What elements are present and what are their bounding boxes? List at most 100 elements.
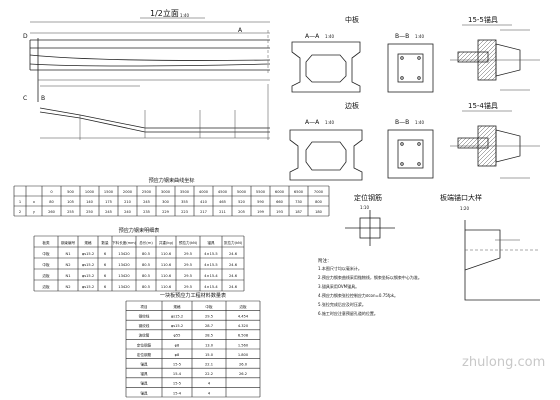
steel_table-cell: 110.6 — [161, 252, 172, 256]
curve_table-cell: 217 — [200, 210, 207, 214]
curve_table-cell: 193 — [276, 210, 283, 214]
mid-plate-title: 中板 — [345, 15, 359, 24]
quantity_table-cell: 29.5 — [205, 315, 213, 319]
steel_table-cell: 29.5 — [184, 252, 192, 256]
curve_table-header-cell: 0 — [50, 190, 53, 194]
quantity_table-cell: 6.508 — [238, 334, 249, 338]
positioning-rebar-view: 定位钢筋 1:10 — [345, 193, 395, 246]
curve_table-cell: 1 — [19, 200, 21, 204]
quantity_table-title: 一块板预应力工程材料数量表 — [160, 292, 226, 299]
steel_table-cell: 29.5 — [184, 285, 192, 289]
quantity_table-header-cell: 规格 — [173, 304, 181, 309]
quantity_table-cell: 15.0 — [205, 353, 214, 357]
steel_table-cell: 边板 — [42, 273, 50, 278]
steel_table-cell: 24.6 — [229, 274, 238, 278]
note-line-3: 3.锚具采用OVM锚具。 — [318, 283, 359, 289]
curve_table-cell: 260 — [48, 210, 56, 214]
steel_table-cell: 110.6 — [161, 274, 172, 278]
steel_table-cell: 24.6 — [229, 263, 238, 267]
curve_table-cell: 199 — [257, 210, 265, 214]
steel_table-cell: 4×15-4 — [204, 274, 218, 278]
steel_table-cell: N2 — [66, 263, 71, 267]
curve_table-header-cell: 1500 — [104, 190, 114, 194]
anchor-15-5-view: 15-5锚具 — [450, 15, 540, 91]
quantity_table-cell: 1.800 — [238, 353, 249, 357]
steel_table-cell: 边板 — [42, 284, 50, 289]
curve_table-header-cell: 1000 — [85, 190, 95, 194]
quantity_table-cell: 4 — [208, 382, 211, 386]
elevation-label-a: A — [238, 27, 243, 34]
curve_table-cell: x — [33, 200, 36, 204]
curve_table-cell: 80 — [49, 200, 54, 204]
mid-plate-sections: 中板 A—A 1:40 B—B 1:40 — [291, 15, 434, 93]
positioning-rebar-title: 定位钢筋 — [354, 193, 382, 202]
quantity_table-cell: 28.5 — [205, 334, 213, 338]
curve_table-cell: 175 — [105, 200, 112, 204]
steel_table-cell: 13420 — [118, 274, 130, 278]
curve_table-cell: 660 — [276, 200, 284, 204]
quantity_table-header-cell: 项目 — [140, 304, 147, 309]
elevation-title: 1/2立面 — [150, 8, 179, 18]
steel_table-cell: N1 — [66, 274, 71, 278]
curve_table-header-cell: 2000 — [123, 190, 133, 194]
curve_table-header-cell: 2500 — [142, 190, 152, 194]
slab-end-detail-title: 板端锚口大样 — [440, 193, 482, 202]
quantity_table-cell: 4.320 — [238, 324, 249, 328]
curve_table-header-cell: 3000 — [161, 190, 171, 194]
steel_table-header-cell: 张拉力(kN) — [224, 240, 243, 245]
curve_table-header-cell: 3500 — [180, 190, 190, 194]
quantity_table-cell: 锚具 — [140, 381, 148, 386]
curve_table-header-cell: 6000 — [275, 190, 285, 194]
steel_table-cell: 4×15-5 — [204, 263, 217, 267]
curve_table-cell: 210 — [124, 200, 132, 204]
notes-title: 附注： — [318, 257, 332, 264]
curve_table-header-cell: 500 — [67, 190, 75, 194]
quantity_table-cell: 锚具 — [140, 371, 148, 376]
quantity_table-cell: 钢绞线 — [139, 323, 150, 328]
quantity_table-cell: 15-5 — [173, 382, 181, 386]
steel_table-cell: 80.5 — [142, 252, 150, 256]
steel_table-cell: φs15.2 — [82, 274, 94, 278]
steel_table-header-cell: 规格 — [84, 240, 92, 245]
elevation-label-c: C — [23, 95, 27, 102]
steel_table-cell: 80.5 — [142, 263, 150, 267]
anchor-15-4-title: 15-4锚具 — [468, 101, 498, 110]
quantity_table-cell: 锚具 — [140, 362, 148, 367]
curve_table-cell: 410 — [200, 200, 208, 204]
quantity_table-cell: φ55 — [174, 334, 181, 338]
steel_table-cell: N2 — [66, 285, 71, 289]
quantity_table-cell: 15-4 — [173, 391, 182, 395]
steel_table-header-cell: 总长(m) — [139, 240, 153, 245]
curve_table-cell: 245 — [143, 200, 150, 204]
curve_table-cell: y — [33, 210, 36, 214]
curve_table-cell: 465 — [219, 200, 226, 204]
quantity_table-cell: 22.1 — [205, 363, 213, 367]
curve_table-cell: 205 — [238, 210, 245, 214]
curve_table-cell: 300 — [162, 200, 170, 204]
steel_table-title: 预应力钢束明细表 — [119, 227, 160, 234]
steel_table-cell: 中板 — [42, 262, 50, 267]
steel_table-header-cell: 锚具 — [207, 240, 215, 245]
side-section-aa-scale: 1:40 — [325, 120, 334, 125]
quantity_table-cell: 13.0 — [205, 343, 214, 347]
curve_table-header-cell: 5500 — [256, 190, 266, 194]
quantity_table-cell: 定位钢筋 — [137, 352, 152, 357]
side-section-aa-label: A—A — [305, 119, 320, 126]
elevation-label-b: B — [41, 95, 45, 102]
steel_table-cell: 中板 — [42, 251, 50, 256]
curve_table-cell: 240 — [124, 210, 132, 214]
curve_table-cell: 140 — [86, 200, 94, 204]
steel_table-cell: 110.6 — [161, 285, 172, 289]
curve_table-header-cell: 4000 — [199, 190, 209, 194]
quantity_table-cell: 15-5 — [173, 363, 181, 367]
steel_table-cell: φs15.2 — [82, 285, 94, 289]
curve_table-cell: 187 — [295, 210, 302, 214]
positioning-rebar-scale: 1:10 — [360, 205, 369, 210]
slab-end-detail-scale: 1:20 — [460, 206, 469, 211]
curve_table-header-cell: 4500 — [218, 190, 228, 194]
steel_table-cell: 13420 — [118, 285, 130, 289]
steel_table-cell: 13420 — [118, 263, 130, 267]
